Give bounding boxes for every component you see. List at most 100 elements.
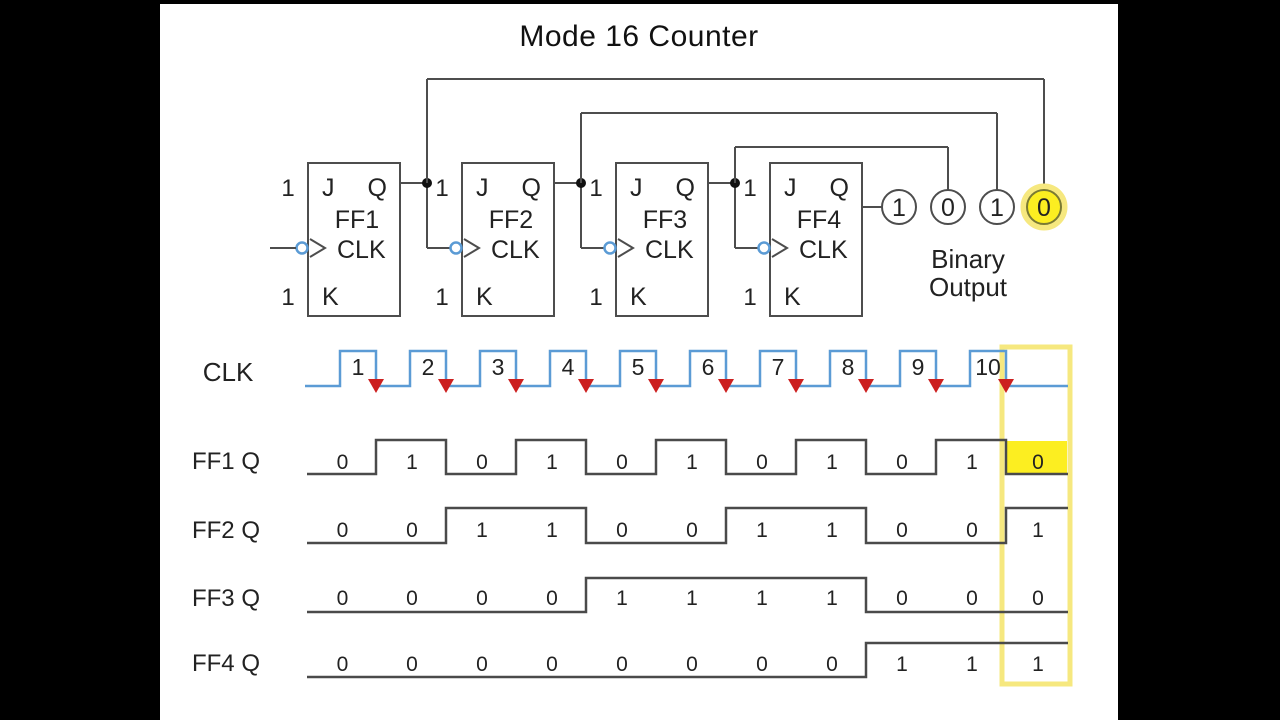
clk-row-label: CLK bbox=[203, 357, 254, 387]
clk-pulse-number: 8 bbox=[842, 354, 855, 380]
diagram-background bbox=[160, 4, 1118, 720]
clock-bubble-icon bbox=[449, 241, 463, 255]
q-waveform bbox=[307, 641, 1068, 679]
falling-edge-arrow-icon bbox=[928, 379, 944, 393]
binary-bit-value: 1 bbox=[892, 194, 906, 222]
falling-edge-arrow-icon bbox=[648, 379, 664, 393]
binary-output-label: Binary bbox=[931, 244, 1005, 274]
waveform-digit: 0 bbox=[896, 451, 908, 474]
clock-bubble-icon bbox=[603, 241, 617, 255]
waveform-digit: 1 bbox=[406, 451, 418, 474]
ff-name-label: FF3 bbox=[643, 206, 687, 234]
waveform-digit: 0 bbox=[756, 451, 768, 474]
waveform-digit: 1 bbox=[896, 653, 908, 676]
q-waveform bbox=[307, 438, 1068, 476]
ff-j-label: J bbox=[784, 174, 797, 202]
ff-j-input-value: 1 bbox=[281, 175, 294, 202]
waveform-digit: 0 bbox=[756, 653, 768, 676]
ff-j-input-value: 1 bbox=[743, 175, 756, 202]
waveform-digit: 0 bbox=[1032, 587, 1044, 610]
ff-clk-label: CLK bbox=[337, 236, 386, 264]
waveform-digit: 0 bbox=[966, 519, 978, 542]
clk-pulse-number: 2 bbox=[422, 354, 435, 380]
waveform-row-label: FF2 Q bbox=[192, 517, 260, 544]
ff-j-label: J bbox=[476, 174, 489, 202]
highlight-column bbox=[999, 344, 1073, 687]
ff-q-label: Q bbox=[830, 174, 849, 202]
clk-pulse-number: 10 bbox=[975, 354, 1001, 380]
waveform-digit: 0 bbox=[1032, 451, 1044, 474]
waveform-digit: 1 bbox=[1032, 653, 1044, 676]
flip-flop-box bbox=[307, 162, 401, 317]
flip-flop-box bbox=[615, 162, 709, 317]
waveform-digit: 0 bbox=[337, 519, 349, 542]
clock-wedge-icon bbox=[771, 238, 789, 258]
waveform-digit: 0 bbox=[686, 653, 698, 676]
waveform-digit: 0 bbox=[686, 519, 698, 542]
ff-k-input-value: 1 bbox=[435, 284, 448, 311]
waveform-digit: 0 bbox=[406, 653, 418, 676]
waveform-digit: 1 bbox=[1032, 519, 1044, 542]
ff-j-input-value: 1 bbox=[589, 175, 602, 202]
ff-j-label: J bbox=[322, 174, 335, 202]
waveform-digit: 0 bbox=[896, 587, 908, 610]
binary-output-bit bbox=[979, 189, 1015, 225]
waveform-digit: 0 bbox=[337, 587, 349, 610]
clk-pulse-number: 1 bbox=[352, 354, 365, 380]
ff-k-label: K bbox=[322, 283, 339, 311]
falling-edge-arrow-icon bbox=[508, 379, 524, 393]
falling-edge-arrow-icon bbox=[578, 379, 594, 393]
ff-k-input-value: 1 bbox=[589, 284, 602, 311]
highlight-cell bbox=[1005, 441, 1067, 474]
waveform-digit: 0 bbox=[476, 451, 488, 474]
clock-wedge-icon bbox=[309, 238, 327, 258]
clock-bubble-icon bbox=[295, 241, 309, 255]
waveform-digit: 0 bbox=[616, 451, 628, 474]
ff-j-input-value: 1 bbox=[435, 175, 448, 202]
waveform-digit: 1 bbox=[616, 587, 628, 610]
ff-q-label: Q bbox=[676, 174, 695, 202]
waveform-digit: 0 bbox=[546, 653, 558, 676]
ff-clk-label: CLK bbox=[799, 236, 848, 264]
binary-output-label: Output bbox=[929, 272, 1008, 302]
waveform-digit: 1 bbox=[546, 451, 558, 474]
ff-k-label: K bbox=[476, 283, 493, 311]
waveform-digit: 0 bbox=[616, 653, 628, 676]
waveform-digit: 1 bbox=[686, 587, 698, 610]
falling-edge-arrow-icon bbox=[718, 379, 734, 393]
ff-j-label: J bbox=[630, 174, 643, 202]
ff-clk-label: CLK bbox=[645, 236, 694, 264]
waveform-digit: 1 bbox=[966, 653, 978, 676]
ff-name-label: FF4 bbox=[797, 206, 842, 234]
binary-output-bit bbox=[1026, 189, 1062, 225]
binary-output-bit bbox=[881, 189, 917, 225]
waveform-row-label: FF1 Q bbox=[192, 448, 260, 475]
q-waveform bbox=[307, 576, 1068, 614]
clk-pulse-number: 5 bbox=[632, 354, 645, 380]
waveform-digit: 0 bbox=[896, 519, 908, 542]
ff-name-label: FF2 bbox=[489, 206, 533, 234]
waveform-row-label: FF4 Q bbox=[192, 650, 260, 677]
waveform-digit: 0 bbox=[966, 587, 978, 610]
flip-flop-box bbox=[461, 162, 555, 317]
clk-waveform bbox=[305, 349, 1068, 388]
falling-edge-arrow-icon bbox=[788, 379, 804, 393]
binary-bit-halo bbox=[1020, 183, 1068, 231]
waveform-digit: 0 bbox=[546, 587, 558, 610]
ff-k-label: K bbox=[630, 283, 647, 311]
ff-k-label: K bbox=[784, 283, 801, 311]
binary-bit-value: 1 bbox=[990, 194, 1004, 222]
ff-q-label: Q bbox=[368, 174, 387, 202]
clk-pulse-number: 3 bbox=[492, 354, 505, 380]
waveform-digit: 0 bbox=[406, 519, 418, 542]
q-waveform bbox=[307, 506, 1068, 545]
clock-bubble-icon bbox=[757, 241, 771, 255]
clock-wedge-icon bbox=[463, 238, 481, 258]
waveform-digit: 1 bbox=[546, 519, 558, 542]
waveform-digit: 0 bbox=[826, 653, 838, 676]
waveform-digit: 1 bbox=[686, 451, 698, 474]
waveform-digit: 1 bbox=[826, 587, 838, 610]
waveform-digit: 0 bbox=[406, 587, 418, 610]
